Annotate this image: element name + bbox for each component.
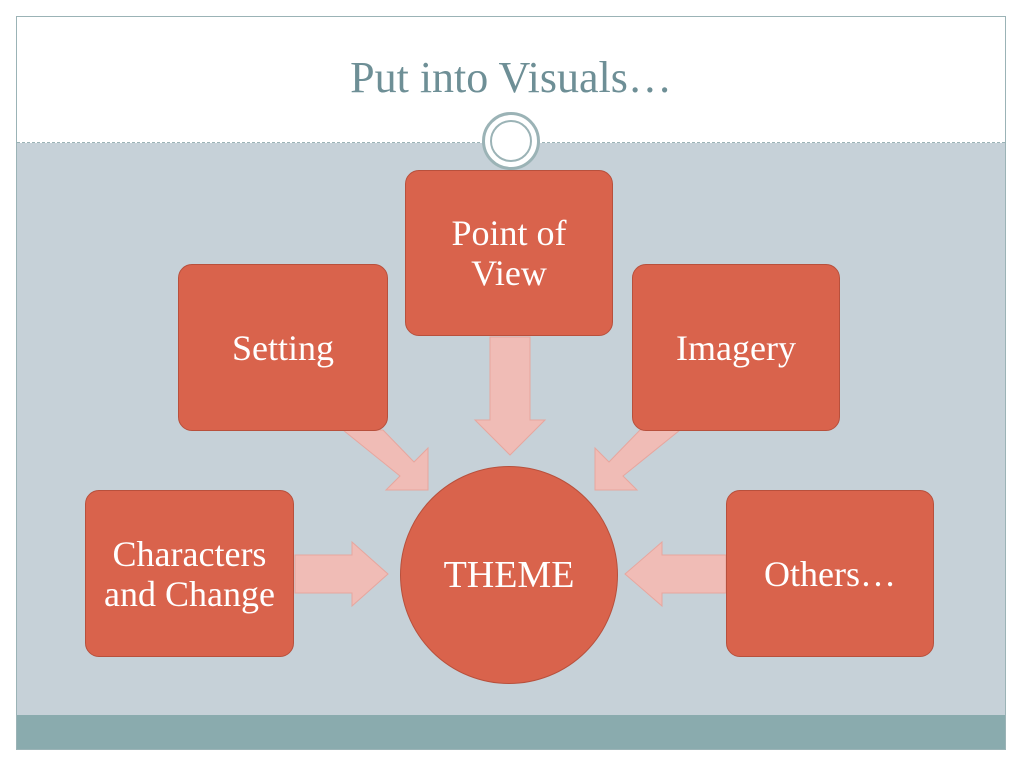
- node-imagery: Imagery: [632, 264, 840, 431]
- theme-label: THEME: [443, 554, 575, 596]
- node-point-of-view: Point of View: [405, 170, 613, 336]
- node-characters-and-change-label: Characters and Change: [104, 533, 275, 614]
- footer-bar: [17, 715, 1005, 749]
- node-setting: Setting: [178, 264, 388, 431]
- node-others-label: Others…: [764, 553, 896, 594]
- slide-title: Put into Visuals…: [350, 53, 672, 102]
- arrow-others: [624, 540, 727, 608]
- divider-ornament-icon: [482, 112, 540, 170]
- arrow-point-of-view: [473, 336, 547, 456]
- arrow-setting: [341, 429, 429, 491]
- arrow-imagery: [594, 429, 682, 491]
- node-others: Others…: [726, 490, 934, 657]
- node-imagery-label: Imagery: [676, 327, 796, 368]
- node-setting-label: Setting: [231, 327, 334, 368]
- arrow-characters: [294, 540, 389, 608]
- node-point-of-view-label: Point of View: [451, 213, 567, 293]
- node-characters-and-change: Characters and Change: [85, 490, 294, 657]
- theme-circle: THEME: [400, 466, 618, 684]
